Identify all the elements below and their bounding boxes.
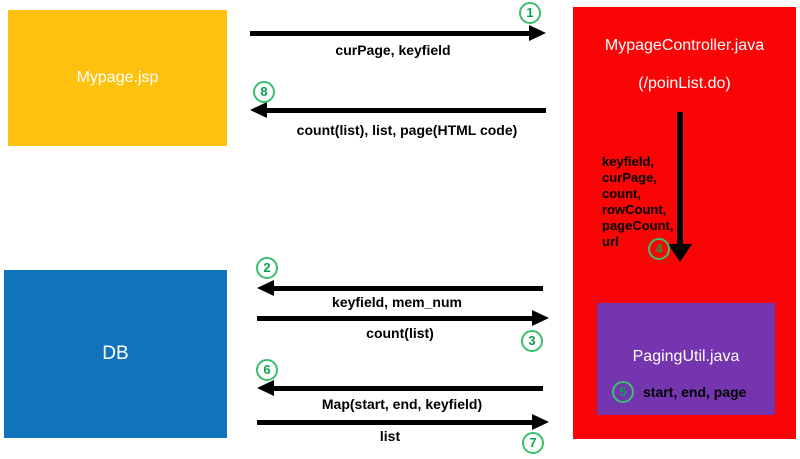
message7-label: list (379, 428, 401, 444)
arrow-step4-down (668, 112, 692, 262)
message6-label: Map(start, end, keyfield) (321, 396, 483, 412)
arrow-step3-right (257, 310, 549, 326)
step-circle-5: 5 (612, 381, 634, 403)
step-circle-1: 1 (519, 2, 541, 24)
arrow-step8-left (250, 102, 546, 118)
controller-params-list: keyfield, curPage, count, rowCount, page… (602, 154, 674, 250)
arrow-shaft (267, 107, 546, 113)
mypage-jsp-label: Mypage.jsp (76, 69, 159, 86)
mypage-controller-box: MypageController.java (/poinList.do) key… (573, 7, 796, 439)
arrow-shaft (257, 419, 532, 425)
arrowhead-right-icon (532, 414, 549, 430)
arrow-shaft (677, 112, 683, 244)
controller-title: MypageController.java (604, 37, 765, 54)
controller-subtitle: (/poinList.do) (638, 75, 731, 92)
param-line: rowCount, (602, 202, 667, 217)
arrow-shaft (250, 30, 529, 36)
paging-util-title: PagingUtil.java (632, 348, 740, 365)
param-line: pageCount, (602, 218, 674, 233)
mypage-jsp-box: Mypage.jsp (8, 10, 227, 146)
arrowhead-left-icon (257, 280, 274, 296)
step-circle-3: 3 (521, 330, 543, 352)
step-circle-4: 4 (648, 238, 670, 260)
arrowhead-left-icon (257, 380, 274, 396)
arrowhead-down-icon (668, 244, 692, 262)
message2-label: keyfield, mem_num (332, 294, 462, 310)
message1-label: curPage, keyfield (335, 42, 451, 58)
arrow-shaft (257, 315, 532, 321)
step-circle-8: 8 (253, 81, 275, 103)
param-line: curPage, (602, 170, 657, 185)
step-circle-7: 7 (522, 432, 544, 454)
step-circle-6: 6 (256, 359, 278, 381)
db-box: DB (4, 270, 227, 438)
step-circle-2: 2 (256, 257, 278, 279)
arrow-step2-left (257, 280, 543, 296)
arrowhead-right-icon (532, 310, 549, 326)
db-label: DB (102, 343, 129, 364)
message3-label: count(list) (366, 325, 434, 341)
arrow-shaft (274, 285, 543, 291)
paging-util-box: PagingUtil.java 5 start, end, page (597, 303, 775, 415)
param-line: keyfield, (602, 154, 655, 169)
param-line: count, (602, 186, 641, 201)
paging-output-label: start, end, page (643, 384, 747, 400)
arrowhead-left-icon (250, 102, 267, 118)
arrow-step7-right (257, 414, 549, 430)
arrow-step6-left (257, 380, 543, 396)
message8-label: count(list), list, page(HTML code) (296, 122, 518, 138)
arrowhead-right-icon (529, 25, 546, 41)
param-line: url (602, 234, 619, 249)
arrow-step1-right (250, 25, 546, 41)
arrow-shaft (274, 385, 543, 391)
